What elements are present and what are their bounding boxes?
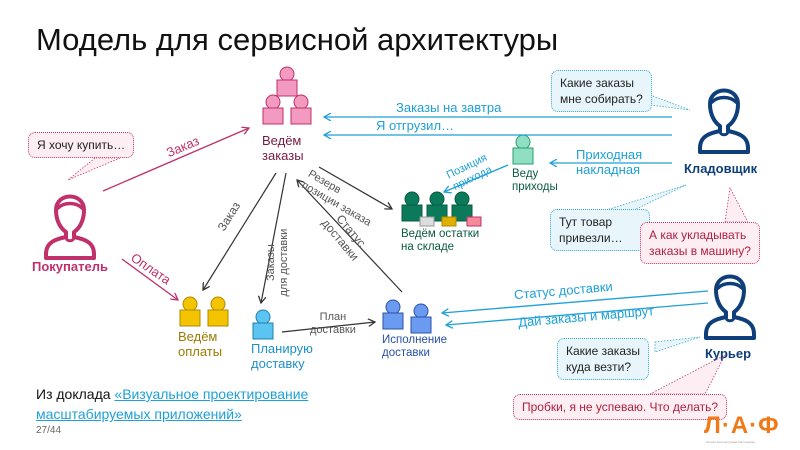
arrow-order-to-payments <box>203 172 277 290</box>
payments-service-icon <box>179 296 229 327</box>
bubble-tail-customer <box>67 157 121 181</box>
flow-orders-for-delivery-label: Заказы для доставки <box>265 228 290 297</box>
arrow-courier-route <box>446 302 709 325</box>
customer-label: Покупатель <box>32 259 108 274</box>
bubble-store-packing: А как укладывать заказы в машину? <box>640 222 760 265</box>
bubble-tail-store-arrived <box>599 184 687 213</box>
arrow-delivery-plan <box>281 322 375 333</box>
arrow-customer-payment <box>121 258 178 300</box>
warehouse-service-icon <box>401 191 473 222</box>
courier-icon <box>704 274 756 340</box>
delivery-service-icon <box>382 299 432 334</box>
bubble-tail-store-which <box>649 94 691 111</box>
bubble-tail-store-packing <box>724 186 749 223</box>
orders-service-label: Ведём заказы <box>262 133 304 163</box>
warehouse-service-label: Ведём остатки на складе <box>401 228 480 254</box>
flow-orders-tomorrow-label: Заказы на завтра <box>396 100 502 115</box>
talk-link[interactable]: «Визуальное проектирование масштабируемы… <box>36 386 309 423</box>
bubble-customer-want: Я хочу купить… <box>28 132 135 159</box>
arrow-customer-order <box>102 128 249 192</box>
arrow-delivery-status <box>297 180 403 293</box>
arrow-courier-status <box>442 290 709 313</box>
laf-logo: Л·А·Ф <box>704 412 780 439</box>
bubble-tail-courier-jam <box>649 354 726 395</box>
bubble-store-which: Какие заказы мне собирать? <box>551 70 652 113</box>
storekeeper-label: Кладовщик <box>684 161 758 176</box>
flow-shipped-label: Я отгрузил… <box>376 118 455 133</box>
flow-receipt-invoice-label: Приходная накладная <box>576 147 643 177</box>
laf-logo-subtitle: Летняя Архитектурная Мастерская <box>706 440 755 444</box>
payments-service-label: Ведём оплаты <box>178 329 223 359</box>
customer-icon <box>44 194 96 260</box>
bubble-store-arrived: Тут товар привезли… <box>550 209 650 252</box>
storekeeper-icon <box>698 88 750 154</box>
planning-service-icon <box>252 309 274 340</box>
slide-title: Модель для сервисной архитектуры <box>36 22 559 57</box>
flow-delivery-plan-label: План доставки <box>310 311 356 336</box>
bubble-courier-jam: Пробки, я не успеваю. Что делать? <box>513 394 728 421</box>
bubble-tail-courier-which <box>654 336 701 353</box>
page-number: 27/44 <box>36 425 62 436</box>
arrow-receipt-position <box>444 164 509 192</box>
planning-service-label: Планирую доставку <box>251 341 313 371</box>
arrow-reserve <box>318 166 392 209</box>
receipts-service-label: Веду приходы <box>512 168 558 194</box>
source-note: Из доклада «Визуальное проектирование ма… <box>36 386 309 423</box>
delivery-service-label: Исполнение доставки <box>382 334 448 360</box>
receipts-service-icon <box>512 134 534 165</box>
courier-label: Курьер <box>705 346 752 361</box>
orders-service-icon <box>262 66 312 125</box>
database-icons <box>419 216 482 227</box>
bubble-courier-which: Какие заказы куда везти? <box>557 338 649 381</box>
arrow-orders-for-delivery <box>261 172 287 303</box>
